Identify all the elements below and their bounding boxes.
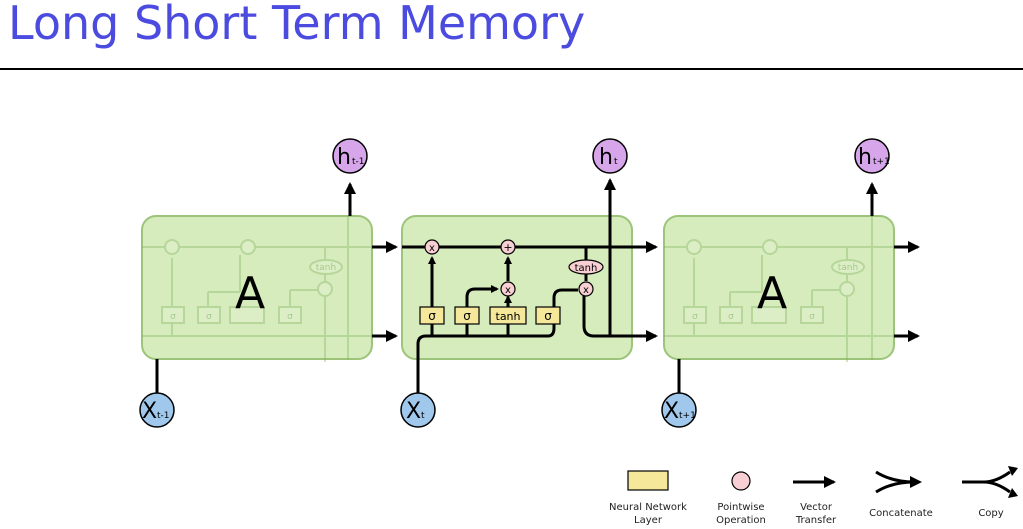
h-next-node (854, 138, 890, 174)
cell-label-right: A (757, 268, 787, 319)
op-forget-mult (424, 239, 440, 255)
legend-nn-layer-line1: Neural Network (609, 502, 687, 513)
title-divider (0, 68, 1023, 70)
gate-candidate (489, 306, 527, 325)
faded-gate-sigma: σ (809, 312, 815, 322)
x-curr-node (400, 392, 436, 428)
h-next-base: h (858, 145, 872, 170)
cell-connections (155, 182, 920, 393)
x-prev-node (139, 392, 175, 428)
op-output-mult-label: x (583, 285, 589, 296)
x-next-sub: t+1 (679, 411, 696, 421)
x-next-base: X (664, 399, 679, 424)
legend-pointwise-line1: Pointwise (717, 502, 764, 513)
h-curr-sub: t (614, 157, 618, 167)
legend: Neural Network Layer Pointwise Operation… (609, 466, 1018, 526)
x-prev-sub: t-1 (157, 411, 170, 421)
legend-nn-layer-swatch (627, 470, 669, 491)
gate-forget-label: σ (428, 309, 436, 323)
gate-forget (419, 306, 445, 325)
gate-output (535, 306, 561, 325)
hidden-input-line (416, 288, 578, 394)
gate-candidate-label: tanh (496, 310, 521, 323)
op-add-label: + (503, 241, 512, 254)
legend-nn-layer-line2: Layer (634, 515, 663, 526)
legend-concatenate-icon (875, 470, 922, 494)
op-tanh-label: tanh (575, 263, 598, 274)
faded-gate-sigma: σ (170, 312, 176, 322)
faded-op-tanh: tanh (316, 263, 336, 273)
legend-copy-icon (962, 466, 1018, 498)
faded-op-tanh: tanh (838, 263, 858, 273)
x-next-node (661, 392, 697, 428)
x-prev-base: X (142, 399, 157, 424)
op-add (500, 239, 516, 255)
legend-copy-label: Copy (978, 508, 1003, 519)
faded-gate-sigma: σ (692, 312, 698, 322)
gate-output-label: σ (544, 309, 552, 323)
h-prev-base: h (337, 145, 351, 170)
h-curr-base: h (599, 145, 613, 170)
legend-concatenate-label: Concatenate (869, 508, 933, 519)
op-input-mult (500, 281, 516, 297)
h-prev-node (332, 138, 368, 174)
cell-label-left: A (235, 268, 265, 319)
faded-gate-sigma: σ (287, 312, 293, 322)
x-curr-sub: t (421, 411, 425, 421)
hidden-output-line (582, 288, 658, 342)
h-curr-node (592, 138, 628, 174)
legend-pointwise-swatch (731, 471, 751, 491)
gate-input-label: σ (463, 309, 471, 323)
legend-vector-line1: Vector (800, 502, 833, 513)
lstm-cell-center: σ σ tanh σ x + x x tanh (401, 178, 658, 394)
h-prev-sub: t-1 (352, 157, 365, 167)
input-gate-line (465, 285, 499, 336)
op-output-mult (578, 281, 594, 297)
legend-vector-line2: Transfer (795, 515, 837, 526)
gate-input (454, 306, 480, 325)
h-next-sub: t+1 (873, 157, 890, 167)
faded-gate-sigma: σ (728, 312, 734, 322)
faded-gate-sigma: σ (206, 312, 212, 322)
x-curr-base: X (406, 399, 421, 424)
op-tanh (568, 259, 604, 275)
lstm-cell-right: σ σ σ tanh A (663, 215, 895, 362)
page-title: Long Short Term Memory (8, 0, 586, 50)
op-input-mult-label: x (505, 285, 511, 296)
legend-pointwise-line2: Operation (716, 515, 766, 526)
lstm-cell-left: σ σ σ tanh A (141, 215, 373, 362)
op-forget-mult-label: x (429, 243, 435, 254)
